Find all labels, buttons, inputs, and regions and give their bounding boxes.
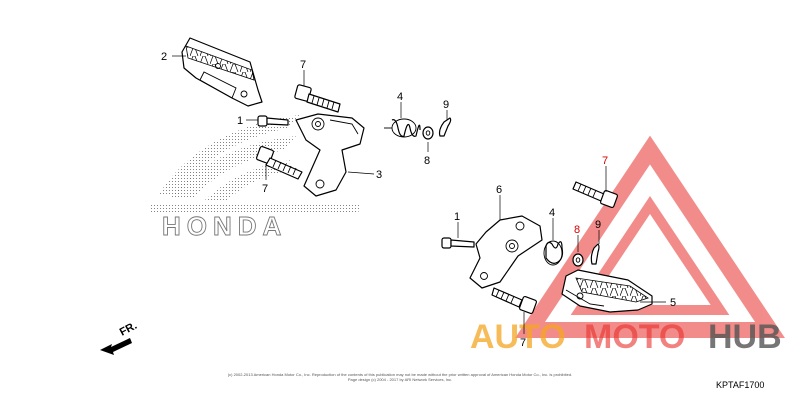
part-7-bolt-top[interactable]: [294, 84, 341, 113]
part-9-cotter-pin-right[interactable]: [590, 243, 600, 265]
callout-1-right[interactable]: 1: [454, 211, 460, 223]
part-2-footpeg-left[interactable]: [181, 37, 263, 107]
part-9-cotter-pin-top[interactable]: [438, 117, 452, 137]
front-direction-arrow-icon: [100, 338, 132, 355]
part-4-spring-right[interactable]: [543, 240, 564, 266]
copyright-notice: (c) 2002-2013 American Honda Motor Co., …: [215, 372, 585, 382]
callout-8-right[interactable]: 8: [574, 224, 580, 236]
copyright-line-2: Page design (c) 2004 - 2017 by ARI Netwo…: [347, 377, 453, 382]
watermark-moto-text: MOTO: [584, 318, 685, 356]
callout-8-top[interactable]: 8: [424, 155, 430, 167]
callout-9-top[interactable]: 9: [443, 99, 449, 111]
callout-5[interactable]: 5: [670, 297, 676, 309]
copyright-line-1: (c) 2002-2013 American Honda Motor Co., …: [227, 372, 573, 377]
watermark-auto-text: AUTO: [470, 318, 566, 356]
part-7-bolt-left[interactable]: [255, 145, 303, 180]
part-1-pin-right[interactable]: [441, 237, 475, 249]
callout-2[interactable]: 2: [161, 51, 167, 63]
callout-9-right[interactable]: 9: [595, 219, 601, 231]
part-8-washer-top[interactable]: [422, 126, 434, 140]
watermark-triangle-logo: [515, 135, 785, 338]
callout-7-bottom[interactable]: 7: [520, 337, 526, 349]
part-1-pin-left[interactable]: [257, 115, 289, 127]
callout-7-right-top[interactable]: 7: [602, 155, 608, 167]
honda-brand-text: HONDA: [162, 211, 287, 241]
callout-4-top[interactable]: 4: [397, 91, 403, 103]
part-8-washer-right[interactable]: [572, 253, 584, 267]
front-indicator-label: FR.: [118, 320, 139, 339]
leader-lines: [172, 55, 666, 334]
part-7-bolt-right-top[interactable]: [572, 181, 619, 209]
callout-7-top[interactable]: 7: [300, 59, 306, 71]
part-6-bracket-right[interactable]: [469, 215, 543, 289]
callout-3[interactable]: 3: [376, 169, 382, 181]
part-5-footpeg-right[interactable]: [561, 269, 653, 313]
callout-4-right[interactable]: 4: [549, 207, 555, 219]
watermark-hub-text: HUB: [708, 318, 782, 356]
part-3-bracket-left[interactable]: [295, 113, 365, 197]
part-4-spring-top[interactable]: [384, 118, 421, 138]
part-7-bolt-bottom[interactable]: [491, 287, 538, 315]
callout-6[interactable]: 6: [496, 184, 502, 196]
callout-1-left[interactable]: 1: [237, 115, 243, 127]
diagram-code: KPTAF1700: [716, 380, 765, 390]
callout-7-left[interactable]: 7: [262, 183, 268, 195]
